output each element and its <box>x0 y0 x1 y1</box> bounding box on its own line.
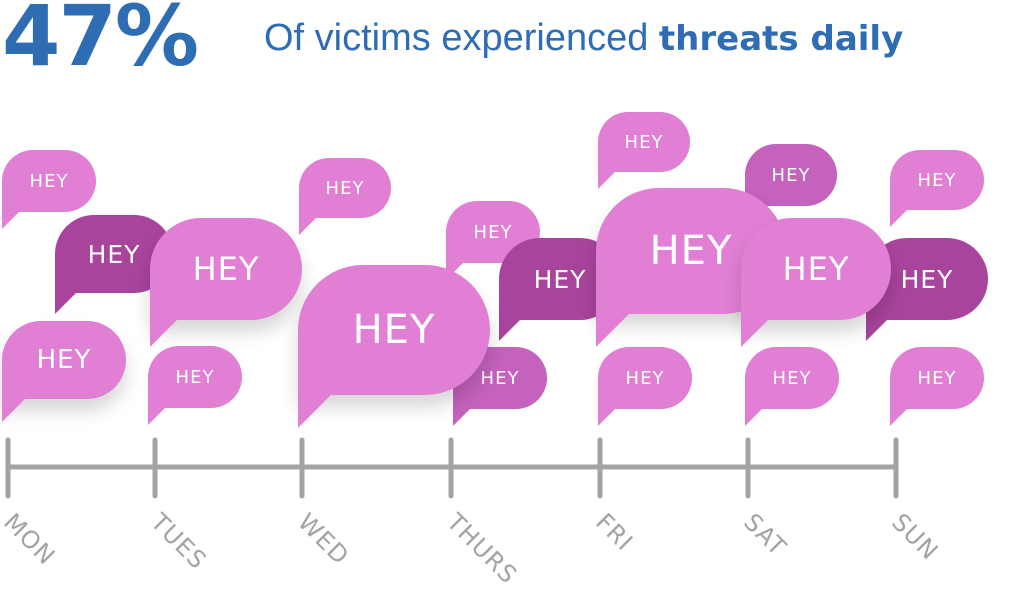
bubble-tail <box>299 217 317 235</box>
bubble-tail <box>890 408 908 426</box>
bubble-tail <box>298 394 332 428</box>
bubble-tail <box>148 407 166 425</box>
bubble-tail <box>596 313 630 347</box>
bubble-tail <box>890 209 908 227</box>
bubble-text: HEY <box>352 307 436 353</box>
bubble-tail <box>2 211 20 229</box>
bubble-text: HEY <box>782 250 850 288</box>
bubble-text: HEY <box>36 345 92 375</box>
bubble-tail <box>598 171 616 189</box>
bubble-text: HEY <box>772 367 812 389</box>
hey-bubble: HEY <box>150 218 302 347</box>
bubble-text: HEY <box>473 221 513 243</box>
bubble-tail <box>866 319 888 341</box>
hey-bubble: HEY <box>890 347 984 426</box>
bubble-text: HEY <box>649 228 733 274</box>
bubble-text: HEY <box>87 239 141 269</box>
hey-bubble: HEY <box>890 150 984 227</box>
bubble-text: HEY <box>917 367 957 389</box>
bubble-text: HEY <box>771 164 811 186</box>
hey-bubble: HEY <box>299 158 391 235</box>
hey-bubble: HEY <box>598 112 690 189</box>
stat-caption: Of victims experienced threats daily <box>264 17 904 60</box>
stat-caption-bold: threats daily <box>658 19 904 59</box>
hey-bubble: HEY <box>598 347 692 426</box>
bubble-text: HEY <box>29 170 69 192</box>
bubble-text: HEY <box>624 131 664 153</box>
bubble-tail <box>741 319 769 347</box>
bubble-text: HEY <box>325 177 365 199</box>
bubble-text: HEY <box>533 264 587 294</box>
stat-caption-lead: Of victims experienced <box>264 17 659 59</box>
stat-percent: 47% <box>2 0 199 85</box>
hey-bubble: HEY <box>2 150 96 229</box>
hey-bubble: HEY <box>745 347 839 426</box>
bubble-text: HEY <box>192 250 260 288</box>
bubble-text: HEY <box>917 169 957 191</box>
bubble-text: HEY <box>175 366 215 388</box>
hey-bubble: HEY <box>298 265 490 428</box>
bubble-tail <box>150 319 178 347</box>
hey-bubble: HEY <box>148 346 242 425</box>
bubble-text: HEY <box>625 367 665 389</box>
bubble-tail <box>598 408 616 426</box>
hey-bubble: HEY <box>741 218 891 347</box>
bubble-tail <box>453 408 471 426</box>
bubble-tail <box>745 408 763 426</box>
bubble-tail <box>499 319 521 341</box>
bubble-text: HEY <box>480 367 520 389</box>
hey-bubble: HEY <box>2 321 126 422</box>
bubble-text: HEY <box>900 264 954 294</box>
hey-bubble: HEY <box>745 144 837 223</box>
bubble-tail <box>2 398 26 422</box>
bubble-tail <box>55 292 77 314</box>
